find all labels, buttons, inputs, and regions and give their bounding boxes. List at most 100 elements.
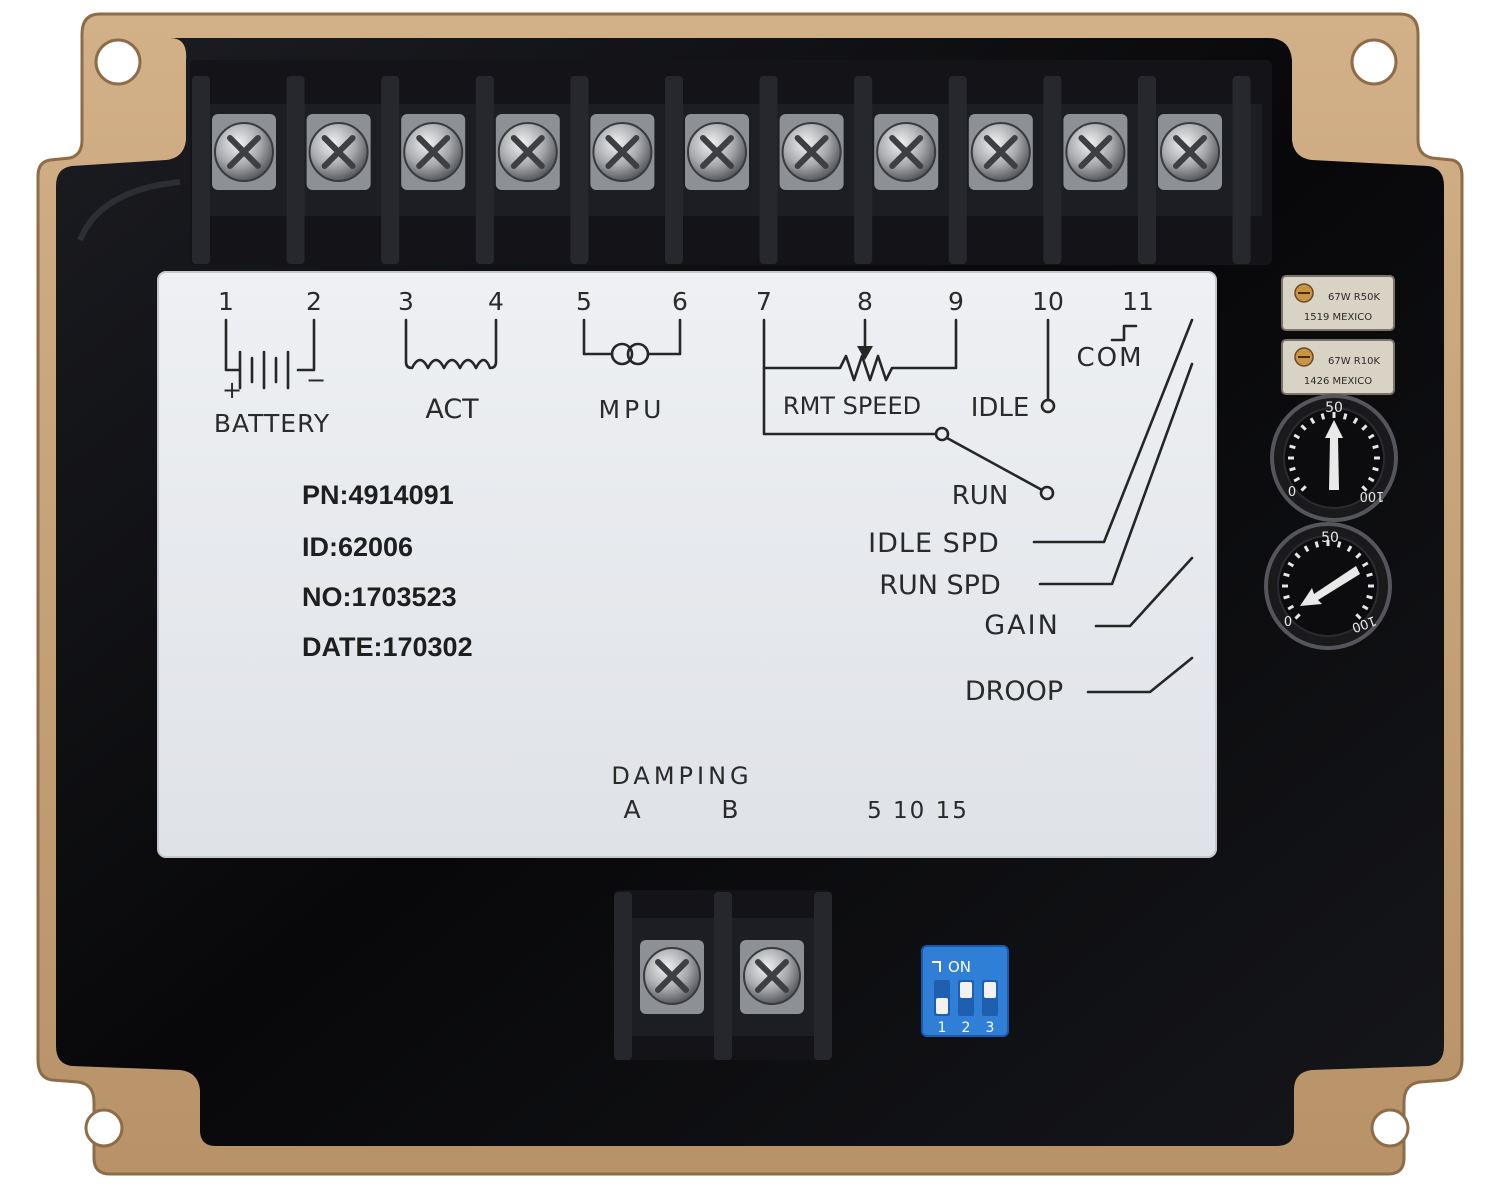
terminal-screw-4[interactable] (495, 114, 560, 190)
mpu-symbol (582, 318, 682, 366)
trimpot-top-line2: 1519 MEXICO (1304, 312, 1372, 323)
terminal-barrier (475, 76, 494, 264)
dial-upper-ticks (1288, 412, 1380, 492)
dial-upper-pointer-icon (1325, 420, 1343, 490)
rmt-speed-circuit (762, 318, 1056, 501)
trimpot-bottom[interactable]: 67W R10K 1426 MEXICO (1281, 339, 1395, 395)
dial-tick (1372, 444, 1379, 450)
damping-scale-label: 5 10 15 (867, 798, 969, 824)
terminal-number-2: 2 (306, 287, 322, 316)
dip-switch[interactable]: ON 1 2 3 (921, 945, 1009, 1037)
dial-lower[interactable]: 50 0 100 (1264, 522, 1392, 650)
dial-tick (1293, 433, 1301, 440)
terminal-number-9: 9 (948, 287, 964, 316)
terminal-screw-7-icon (794, 135, 829, 169)
battery-minus-label: − (306, 366, 326, 394)
terminal-barrier (1232, 76, 1251, 264)
terminal-screw-2[interactable] (306, 114, 371, 190)
terminal-screw-3[interactable] (401, 114, 466, 190)
trimpot-bottom-line1: 67W R10K (1328, 356, 1380, 367)
trimpot-bottom-line2: 1426 MEXICO (1304, 376, 1372, 387)
dial-lower-mark-50: 50 (1321, 530, 1339, 546)
dial-tick (1361, 424, 1368, 431)
dial-tick (1320, 413, 1326, 420)
dial-tick (1367, 433, 1375, 440)
dial-tick (1342, 413, 1348, 420)
dial-tick (1293, 476, 1301, 483)
dial-upper-mark-0: 0 (1288, 485, 1296, 500)
dial-tick (1289, 466, 1296, 472)
terminal-barrier (854, 76, 873, 264)
top-terminal-block (190, 60, 1272, 265)
run-label: RUN (952, 481, 1009, 511)
damping-terminal-block (614, 890, 832, 1060)
terminal-numbers: 1 2 3 4 5 6 7 8 9 10 11 (218, 287, 1154, 316)
dial-lower-pointer-icon (1300, 566, 1360, 606)
dial-tick (1352, 417, 1359, 425)
dial-upper[interactable]: 50 0 100 (1270, 394, 1398, 522)
terminal-screw-2-icon (321, 135, 356, 169)
terminal-screw-10-icon (1078, 135, 1113, 169)
serial-number: NO:1703523 (302, 582, 457, 612)
terminal-barrier (1138, 76, 1156, 264)
dial-tick (1300, 424, 1307, 431)
mount-hole-top-left (94, 38, 142, 86)
terminal-screw-5[interactable] (590, 114, 655, 190)
damping-screw-a[interactable] (640, 940, 704, 1014)
dial-tick (1355, 613, 1362, 620)
terminal-number-5: 5 (576, 287, 592, 316)
terminal-screw-10[interactable] (1063, 114, 1128, 190)
id-number: ID:62006 (302, 532, 413, 562)
actuator-coil-symbol (404, 318, 498, 370)
terminal-number-3: 3 (398, 287, 414, 316)
trimpot-top[interactable]: 67W R50K 1519 MEXICO (1281, 275, 1395, 331)
terminal-number-7: 7 (756, 287, 772, 316)
dial-tick (1367, 476, 1375, 483)
dial-tick (1309, 417, 1316, 425)
act-label: ACT (425, 394, 479, 425)
battery-symbol: + − (222, 318, 326, 404)
dial-lower-mark-0: 0 (1284, 615, 1292, 630)
dip-switch-2-toggle[interactable] (960, 982, 972, 998)
dip-switch-1-toggle[interactable] (936, 998, 948, 1014)
terminal-screw-11[interactable] (1158, 114, 1222, 190)
mount-hole-bottom-left (84, 1108, 124, 1148)
terminal-barrier (948, 76, 967, 264)
terminal-barrier (1043, 76, 1062, 264)
dial-tick (1287, 604, 1295, 611)
terminal-screw-11-icon (1173, 135, 1207, 169)
terminal-barrier (570, 76, 589, 264)
terminal-screw-6[interactable] (685, 114, 749, 190)
dial-tick (1355, 552, 1362, 559)
terminal-screw-5-icon (605, 135, 640, 169)
terminal-screw-8[interactable] (874, 114, 939, 190)
dip-switch-3-toggle[interactable] (984, 982, 996, 998)
terminal-number-8: 8 (857, 287, 873, 316)
label-panel (157, 271, 1217, 858)
droop-label: DROOP (965, 676, 1063, 707)
idle-spd-label: IDLE SPD (868, 528, 1000, 559)
terminal-screw-1-icon (227, 135, 261, 169)
dial-tick (1289, 444, 1296, 450)
dial-tick (1346, 545, 1353, 553)
battery-label: BATTERY (214, 409, 330, 438)
terminal-number-4: 4 (488, 287, 504, 316)
terminal-screw-4-icon (510, 135, 545, 169)
terminal-screw-9-icon (983, 135, 1018, 169)
terminal-screw-8-icon (889, 135, 924, 169)
terminal-screw-7[interactable] (779, 114, 844, 190)
dip-on-arrow-icon (932, 961, 941, 972)
idle-spd-leader (1032, 318, 1194, 544)
terminal-screw-1[interactable] (212, 114, 276, 190)
rmt-speed-label: RMT SPEED (783, 392, 921, 420)
damping-screw-b-icon (755, 959, 789, 993)
dial-upper-mark-100: 100 (1360, 488, 1385, 503)
terminal-barrier (665, 76, 683, 264)
terminal-screw-9[interactable] (968, 114, 1033, 190)
dial-tick (1300, 485, 1307, 492)
damping-b-label: B (721, 795, 738, 824)
part-number: PN:4914091 (302, 480, 454, 510)
terminal-number-10: 10 (1032, 287, 1064, 316)
damping-screw-b[interactable] (740, 940, 804, 1014)
